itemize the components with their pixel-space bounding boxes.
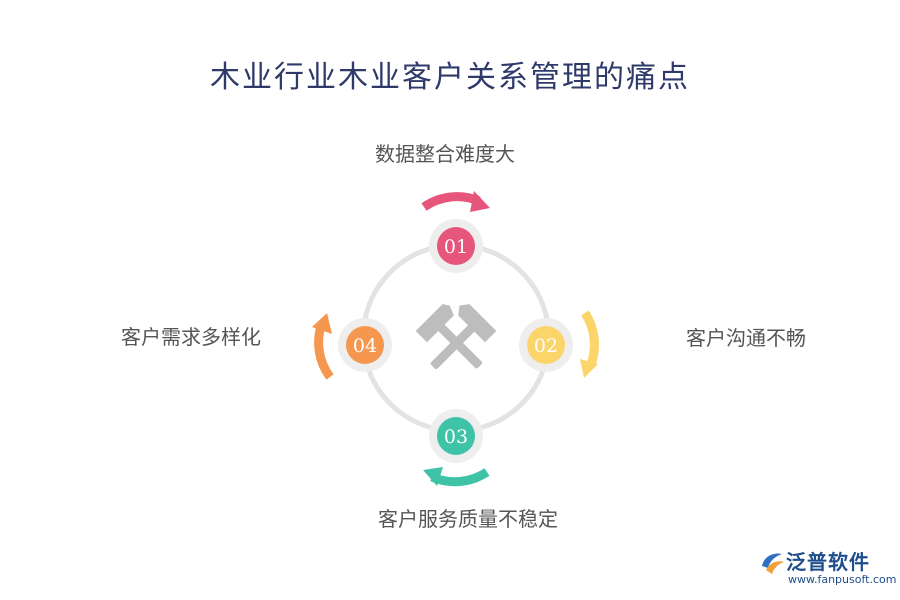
logo-name: 泛普软件	[786, 550, 870, 574]
crossed-hammers-icon	[415, 304, 497, 370]
page-title: 木业行业木业客户关系管理的痛点	[210, 60, 690, 95]
node-03: 03	[429, 409, 483, 463]
pain-point-label-4: 客户需求多样化	[121, 325, 261, 349]
node-04-number: 04	[353, 335, 377, 357]
node-04: 04	[338, 318, 392, 372]
pain-point-label-3: 客户服务质量不稳定	[378, 507, 558, 531]
node-03-number: 03	[444, 426, 468, 448]
node-01: 01	[429, 219, 483, 273]
logo-url: www.fanpusoft.com	[788, 573, 897, 586]
arrow-bottom-icon	[423, 467, 490, 487]
node-02: 02	[519, 318, 573, 372]
node-01-number: 01	[444, 236, 468, 258]
pain-point-label-1: 数据整合难度大	[375, 142, 515, 166]
fanpusoft-logo-icon	[762, 553, 784, 574]
arrow-left-icon	[312, 313, 334, 380]
arrow-top-icon	[421, 191, 490, 212]
pain-point-label-2: 客户沟通不畅	[686, 326, 806, 350]
arrow-right-icon	[580, 310, 599, 378]
node-02-number: 02	[534, 335, 558, 357]
fanpusoft-logo: 泛普软件 www.fanpusoft.com	[758, 546, 896, 592]
